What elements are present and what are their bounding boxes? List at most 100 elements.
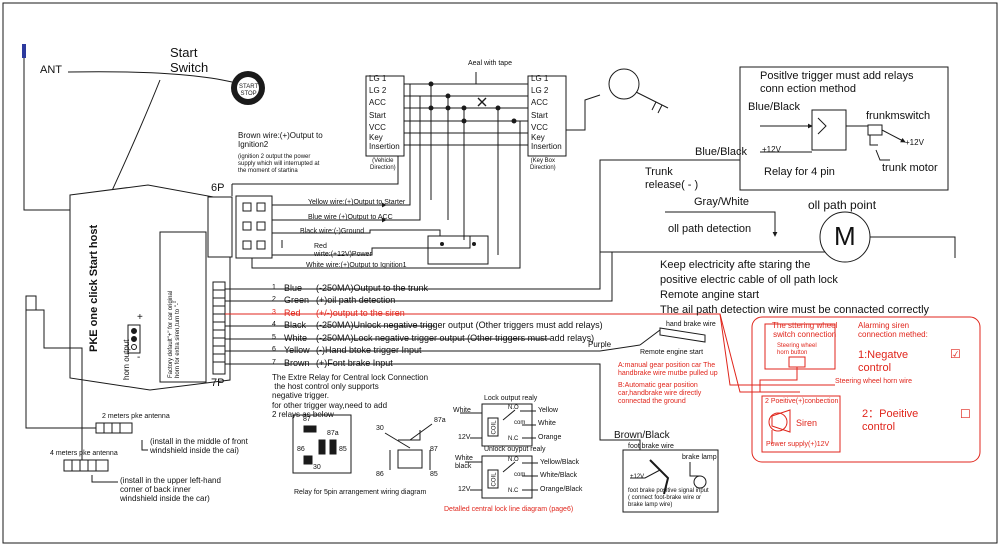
- unlock-title: Unlock ouyput realy: [484, 446, 546, 453]
- vehicle-pin-label: VCC: [369, 123, 386, 132]
- keybox-pin-label: LG 1: [531, 74, 549, 83]
- relay-title: Positlve trigger must add relays conn ec…: [760, 70, 914, 95]
- antenna-2m-label: 2 meters pke antenna: [102, 413, 170, 420]
- relay-blue-black: Blue/Black: [748, 101, 800, 113]
- handbrake-note-a: A:manual gear position car The handbrake…: [618, 362, 718, 378]
- power-label: Power supply(+)12V: [766, 441, 830, 448]
- horn-plus: +: [137, 312, 143, 323]
- seven-pin-number: 7: [272, 359, 276, 366]
- vehicle-pin-label: Start: [369, 111, 386, 120]
- wire-white: [251, 258, 300, 269]
- seven-pin-number: 3: [272, 309, 276, 316]
- vehicle-caption: (Vehicle Direction): [370, 158, 396, 171]
- connector-6p-shell: [207, 196, 233, 258]
- ant-label: ANT: [40, 64, 62, 76]
- six-pin-wire-label: Red wirte:(+12V)Power: [314, 243, 372, 259]
- relay-pin: 87a: [327, 430, 339, 437]
- ignition-harness: [404, 83, 528, 146]
- purple-label: Purple: [588, 340, 612, 349]
- brake-lamp-label: brake lamp: [682, 454, 717, 461]
- wire-7p-brown: [225, 363, 641, 455]
- handbrake-note-b: B:Automatic gear position car,handbrake …: [618, 382, 702, 406]
- antenna-2m: [95, 422, 133, 434]
- vehicle-pin-label: ACC: [369, 98, 386, 107]
- wire-7p-blue: [225, 159, 760, 290]
- horn-minus: -: [137, 352, 141, 363]
- six-pin-wire-label: Blue wire (+)Output to ACC: [308, 214, 393, 221]
- six-pin-wire-label: White wire:(+)Output to Ignition1: [306, 262, 407, 269]
- trunk-release-label: Trunk release( - ): [645, 166, 699, 191]
- oil-motor-icon: [819, 211, 871, 263]
- relay-pin: 85: [339, 446, 347, 453]
- horn-output-label: horn output: [122, 339, 131, 380]
- relay-pin: 85: [430, 471, 438, 478]
- six-pin-wire-label: Black wire:(-)Ground: [300, 228, 365, 235]
- relay-pin: 30: [376, 425, 384, 432]
- unlock-out-label: Orange/Black: [540, 486, 583, 493]
- steering-box: [764, 323, 836, 370]
- option-positive: 2：Poeitive control: [862, 408, 919, 433]
- unlock-coil: COIL: [491, 472, 498, 487]
- horn-wire-label: Steering wheel horn wire: [835, 378, 913, 385]
- handbrake-icon: [659, 327, 706, 343]
- oil-path-line: [600, 236, 956, 258]
- antenna-2m-pointer: [141, 440, 148, 451]
- connector-7p: [212, 281, 226, 375]
- wire-7p-red: [225, 313, 800, 393]
- oil-point-label: oll path point: [808, 198, 877, 212]
- wire-7p-yellow: [225, 344, 641, 352]
- blue-black-label: Blue/Black: [695, 146, 747, 158]
- start-switch-wire: [67, 71, 233, 83]
- trunk-motor-label: trunk motor: [882, 162, 938, 174]
- remote-start-label: Remote engine start: [640, 349, 704, 356]
- lock-out-label: Yellow: [538, 407, 558, 414]
- steering-button-label: Steering wheel horn button: [777, 343, 817, 356]
- unlock-out-label: Yellow/Black: [540, 459, 580, 466]
- aeal-label: Aeal with tape: [468, 60, 512, 67]
- connector-6p-pins: [242, 202, 266, 250]
- relay-pin: 30: [313, 464, 321, 471]
- connector-6p: [235, 195, 273, 259]
- start-button-text[interactable]: START STOP: [239, 84, 259, 97]
- factory-note: Factory default"+" for car original horn…: [168, 290, 181, 378]
- lock-caption: Detalled central lock line diagram (page…: [444, 506, 574, 513]
- option-negative-checkbox[interactable]: ☑: [950, 347, 961, 361]
- motor-letter: M: [834, 221, 856, 251]
- connector-6p-label: 6P: [211, 182, 225, 194]
- battery-icon: [427, 235, 489, 265]
- antenna-4m: [63, 459, 109, 472]
- brown-wire-note: (ignition 2 output the power supply whic…: [238, 154, 320, 174]
- key-switch-lead: [566, 94, 601, 131]
- positive-conn-label: 2 Poeitive(+)conbection: [765, 398, 839, 405]
- seven-pin-color: Yellow: [284, 345, 310, 355]
- keybox-direction-box: [527, 75, 567, 157]
- lock-com: com: [514, 420, 526, 426]
- relay-pin: 87a: [434, 417, 446, 424]
- unlock-out-label: White/Black: [540, 472, 577, 479]
- handbrake-wire-label: hand brake wire: [666, 321, 716, 328]
- oil-point-lead: [665, 211, 778, 237]
- option-positive-checkbox[interactable]: ☐: [960, 407, 971, 421]
- seven-pin-desc: (-250MA)Output to the trunk: [316, 283, 429, 293]
- brake-lamp-icon: [693, 475, 707, 489]
- unlock-com: com: [514, 472, 526, 478]
- extra-relay-caption: Relay for 5pin arrangement wiring diagra…: [294, 489, 427, 496]
- connector-7p-label: 7P: [211, 377, 225, 389]
- seven-pin-desc: (+)Font brake Input: [316, 358, 393, 368]
- seven-pin-desc: (+)oil path detection: [316, 295, 396, 305]
- unlock-no: N.O: [508, 457, 519, 463]
- seven-pin-color: Black: [284, 320, 307, 330]
- seven-pin-color: Red: [284, 308, 301, 318]
- vehicle-pin-label: LG 1: [369, 74, 387, 83]
- unlock-in-label: White black: [455, 455, 473, 471]
- lock-out-label: White: [538, 420, 556, 427]
- option-negative: 1:Negatve control: [858, 349, 909, 374]
- relay-coil-symbol: [397, 449, 423, 469]
- brown-wire-label: Brown wire:(+)Output to Ignition2: [238, 131, 323, 150]
- antenna-4m-label: 4 meters pke antenna: [50, 450, 118, 457]
- start-switch-lead: [109, 79, 161, 196]
- keybox-pin-label: LG 2: [531, 86, 549, 95]
- lock-out-label: Orange: [538, 434, 562, 441]
- seven-pin-color: Blue: [284, 283, 303, 293]
